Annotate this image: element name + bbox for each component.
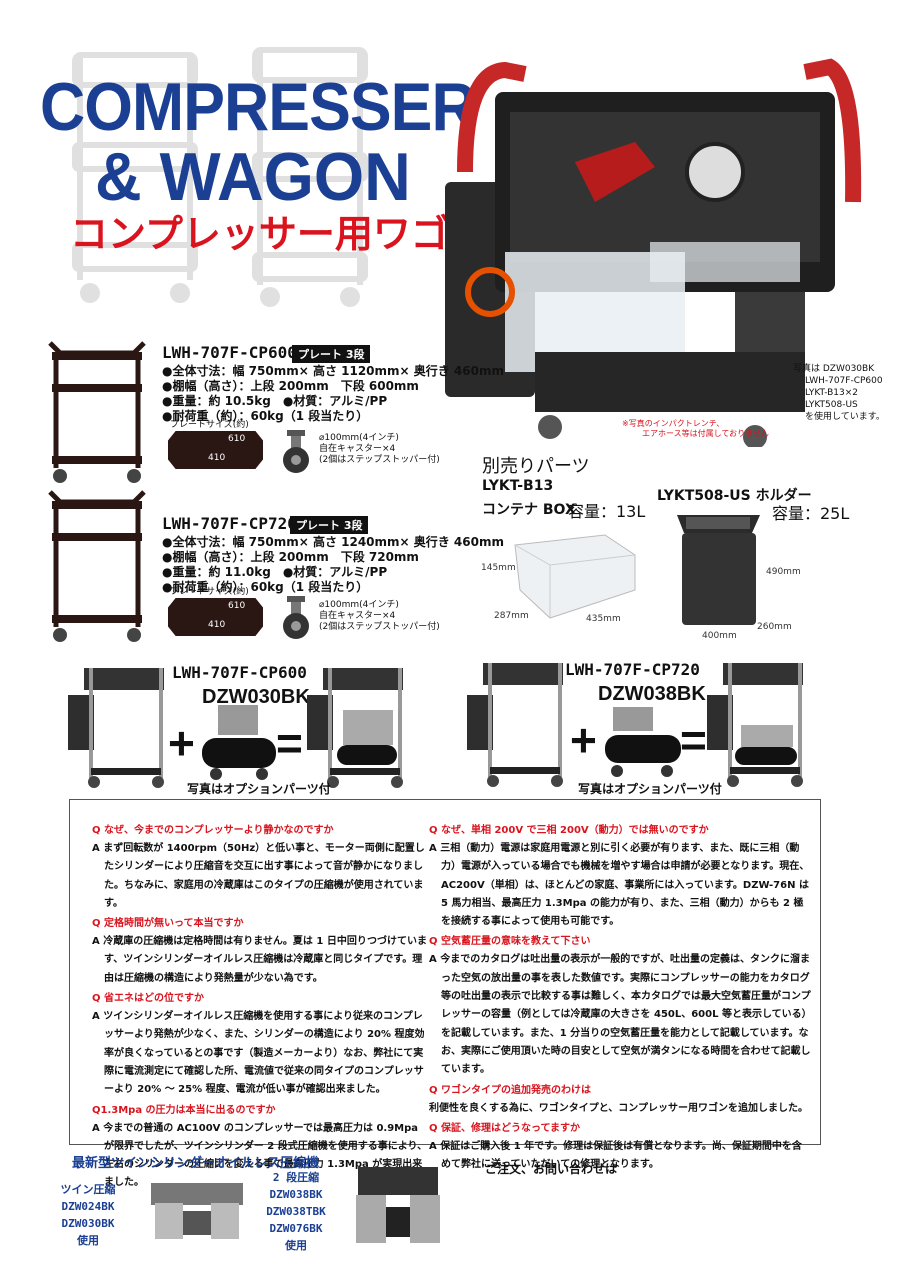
faq-answer: A 保証はご購入後 1 年です。修理は保証後は有償となります。尚、保証期間中を含… (429, 1140, 802, 1171)
product-specs-cp720: ●全体寸法：幅 750mm× 高さ 1240mm× 奥行き 460mm ●棚幅（… (162, 535, 504, 594)
faq-answer: A 冷蔵庫の圧縮機は定格時間は有りません。夏は 1 日中回りつづけています、ツイ… (92, 936, 427, 984)
container-box-image (514, 534, 636, 619)
part-b13-name: コンテナ BOX (482, 502, 576, 518)
parts-heading: 別売りパーツ (482, 456, 590, 477)
two-stage-compressor-list: 2 段圧縮 DZW038BK DZW038TBK DZW076BK 使用 (266, 1171, 326, 1252)
plus-sign: + (168, 717, 195, 769)
product-specs-cp600: ●全体寸法：幅 750mm× 高さ 1120mm× 奥行き 460mm ●棚幅（… (162, 364, 504, 423)
faq-answer: A 今までのカタログは吐出量の表示が一般的ですが、吐出量の定義は、タンクに溜まっ… (429, 954, 811, 1076)
plate-diagram-cp600: 610 410 (168, 431, 263, 469)
plate-size-label-cp600: プレートサイズ(約) (170, 420, 249, 430)
plate-size-label-cp720: プレートサイズ(約) (170, 587, 249, 597)
background-wagon-illustration (72, 47, 368, 307)
faq-question: Q 空気蓄圧量の意味を教えて下さい (429, 936, 591, 948)
faq-box: Q なぜ、今までのコンプレッサーより静かなのですか A まず回転数が 1400r… (69, 799, 821, 1188)
wagon-main-photo (445, 58, 862, 447)
wagon-diagram-cp720 (48, 490, 146, 642)
twin-compressor-image (151, 1183, 243, 1239)
combo-caption-cp600: 写真はオプションパーツ付 (187, 782, 331, 796)
bottom-title: 最新型ツインシリンダーオイルレス圧縮機 (72, 1156, 320, 1171)
caster-spec-cp720: ⌀100mm(4インチ) 自在キャスター×4 (2個はステップストッパー付) (319, 600, 440, 632)
faq-question: Q1.3Mpa の圧力は本当に出るのですか (92, 1104, 276, 1116)
wagon-with-compressor-photo-cp600 (307, 668, 403, 788)
photo-caption: 写真は DZW030BK LWH-707F-CP600 LYKT-B13×2 L… (793, 364, 885, 422)
us-dim-depth: 260mm (757, 622, 792, 632)
combo-caption-cp720: 写真はオプションパーツ付 (578, 782, 722, 796)
faq-question: Q なぜ、今までのコンプレッサーより静かなのですか (92, 825, 334, 836)
us-dim-height: 490mm (766, 567, 801, 577)
photo-note: ※写真のインパクトレンチ、 エアホース等は付属しておりません (622, 419, 769, 438)
faq-answer: A 三相（動力）電源は家庭用電源と別に引く必要が有ります、また、既に三相（動力）… (429, 843, 810, 928)
faq-right-column: Q なぜ、単相 200V で三相 200V（動力）では無いのですか A 三相（動… (429, 822, 811, 1176)
combo-code-dzw030bk: DZW030BK (202, 686, 310, 708)
faq-question: Q なぜ、単相 200V で三相 200V（動力）では無いのですか (429, 825, 709, 836)
faq-answer: A 今までの普通の AC100V のコンプレッサーでは最高圧力は 0.9Mpa … (92, 1122, 428, 1189)
b13-dim-depth: 287mm (494, 611, 529, 621)
b13-dim-width: 435mm (586, 614, 621, 624)
faq-left-column: Q なぜ、今までのコンプレッサーより静かなのですか A まず回転数が 1400r… (92, 822, 428, 1195)
equals-sign: = (680, 714, 707, 766)
product-model-cp720: LWH-707F-CP720 (162, 514, 297, 533)
plus-sign: + (570, 714, 597, 766)
wagon-diagram-cp600 (48, 341, 146, 483)
contact-text: ご注文、お問い合わせは (485, 1162, 618, 1176)
faq-answer: 利便性を良くする為に、ワゴンタイプと、コンプレッサー用ワゴンを追加しました。 (429, 1102, 808, 1114)
title-line-2: & WAGON (95, 139, 411, 215)
combo-model-cp720: LWH-707F-CP720 (565, 660, 700, 679)
title-line-1: COMPRESSER (40, 69, 477, 145)
wagon-photo-cp720 (467, 663, 563, 787)
faq-question: Q 省エネはどの位ですか (92, 993, 204, 1005)
wagon-with-compressor-photo-cp720 (707, 663, 803, 787)
part-b13-code: LYKT-B13 (482, 478, 554, 494)
twin-compressor-list: ツイン圧縮 DZW024BK DZW030BK 使用 (60, 1183, 116, 1247)
product-model-cp600: LWH-707F-CP600 (162, 343, 297, 362)
equals-sign: = (276, 717, 303, 769)
us-dim-width: 400mm (702, 631, 737, 641)
holder-image (677, 515, 760, 625)
wagon-photo-cp600 (68, 668, 164, 788)
two-stage-compressor-image (356, 1167, 440, 1243)
part-us-capacity: 容量：25L (772, 504, 850, 523)
faq-answer: A まず回転数が 1400rpm（50Hz）と低い事と、モーター両側に配置したシ… (92, 843, 425, 909)
plate-diagram-cp720: 610 410 (168, 598, 263, 636)
caster-spec-cp600: ⌀100mm(4インチ) 自在キャスター×4 (2個はステップストッパー付) (319, 433, 440, 465)
faq-question: Q 定格時間が無いって本当ですか (92, 918, 244, 930)
combo-model-cp600: LWH-707F-CP600 (172, 663, 307, 682)
product-badge-cp600: プレート 3段 (292, 345, 371, 363)
title-subtitle: コンプレッサー用ワゴン (70, 212, 487, 256)
product-badge-cp720: プレート 3段 (290, 516, 369, 534)
faq-question: Q ワゴンタイプの追加発売のわけは (429, 1084, 591, 1096)
compressor-photo-dzw038bk (605, 707, 681, 777)
faq-answer: A ツインシリンダーオイルレス圧縮機を使用する事により従来のコンプレッサーより発… (92, 1011, 425, 1096)
caster-icon (283, 430, 309, 473)
combo-code-dzw038bk: DZW038BK (598, 683, 706, 705)
faq-question: Q 保証、修理はどうなってますか (429, 1122, 580, 1134)
caster-icon (283, 596, 309, 639)
compressor-photo-dzw030bk (202, 705, 276, 780)
part-us-name: LYKT508-US ホルダー (657, 488, 812, 504)
b13-dim-height: 145mm (481, 563, 516, 573)
part-b13-capacity: 容量：13L (568, 502, 646, 521)
